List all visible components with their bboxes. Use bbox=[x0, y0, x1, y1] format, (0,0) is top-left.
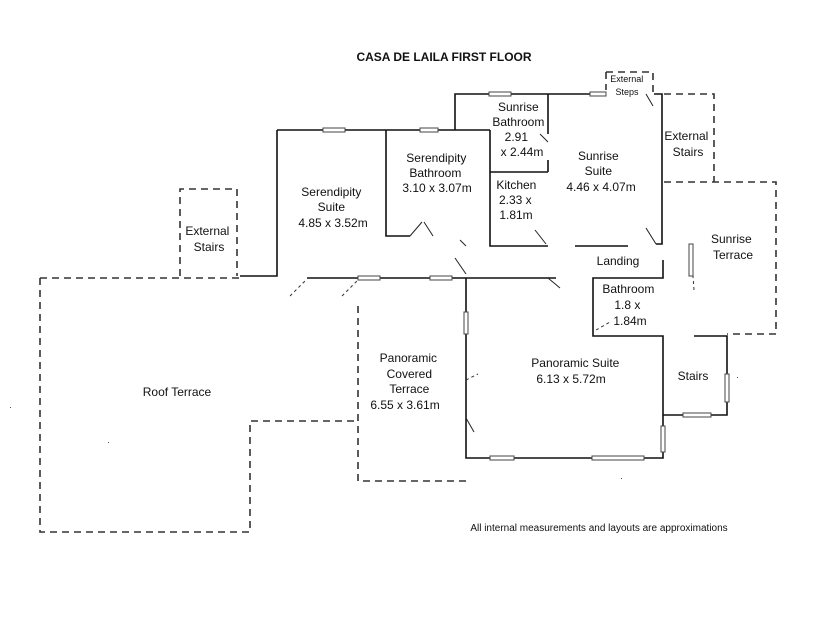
external-stairs-left-label: External Stairs bbox=[185, 224, 232, 254]
approximation-note: All internal measurements and layouts ar… bbox=[470, 523, 727, 534]
panoramic-covered-terrace-label: Panoramic Covered Terrace 6.55 x 3.61m bbox=[370, 351, 440, 412]
serendipity-suite-label: Serendipity Suite 4.85 x 3.52m bbox=[298, 185, 367, 230]
sunrise-terrace-label: Sunrise Terrace bbox=[711, 232, 755, 262]
external-stairs-right-label: External Stairs bbox=[664, 129, 711, 159]
roof-terrace-label: Roof Terrace bbox=[143, 385, 212, 399]
serendipity-bathroom-label: Serendipity Bathroom 3.10 x 3.07m bbox=[402, 151, 471, 195]
sunrise-suite-label: Sunrise Suite 4.46 x 4.07m bbox=[566, 149, 635, 194]
sunrise-bathroom-label: Sunrise Bathroom 2.91 x 2.44m bbox=[492, 100, 547, 159]
plan-title: CASA DE LAILA FIRST FLOOR bbox=[356, 50, 531, 64]
stray-marks bbox=[10, 377, 738, 479]
doors bbox=[289, 93, 695, 433]
external-steps-label: External Steps bbox=[610, 74, 646, 97]
landing-label: Landing bbox=[597, 254, 640, 268]
walls bbox=[240, 93, 728, 459]
windows bbox=[322, 91, 730, 461]
panoramic-suite-label: Panoramic Suite 6.13 x 5.72m bbox=[531, 356, 622, 386]
kitchen-label: Kitchen 2.33 x 1.81m bbox=[496, 178, 539, 222]
stairs-label: Stairs bbox=[678, 369, 709, 383]
dashed-outlines bbox=[39, 71, 777, 533]
bathroom-label: Bathroom 1.8 x 1.84m bbox=[602, 282, 657, 328]
